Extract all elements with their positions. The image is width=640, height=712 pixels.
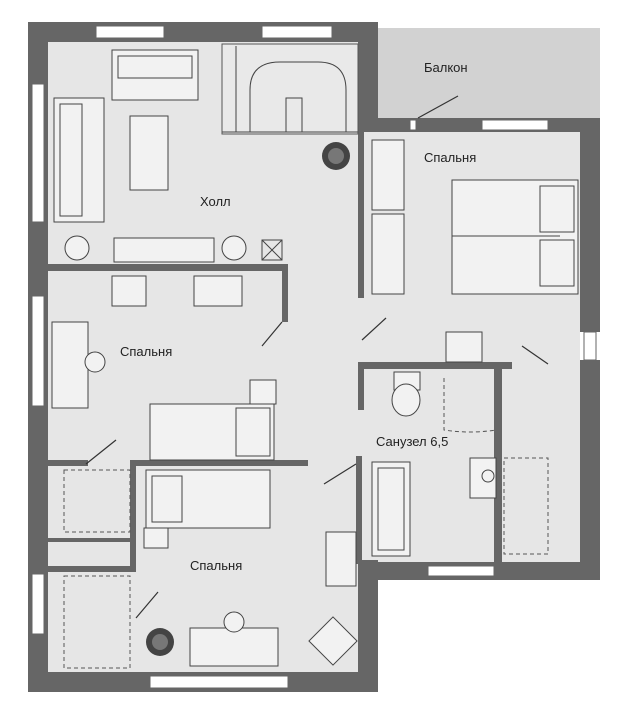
hall-furniture <box>53 43 359 263</box>
bedroom-top-right-furniture <box>371 139 579 363</box>
balcony-area <box>378 28 600 120</box>
label-hall: Холл <box>200 194 231 209</box>
bathroom-furniture <box>371 371 549 557</box>
room-labels: Балкон Спальня Холл Спальня Санузел 6,5 … <box>120 60 476 573</box>
label-bathroom: Санузел 6,5 <box>376 434 448 449</box>
plant-icon <box>146 628 174 656</box>
label-balcony: Балкон <box>424 60 468 75</box>
plant-icon <box>322 142 350 170</box>
bedroom-bottom-furniture <box>63 469 358 669</box>
doors <box>85 95 549 619</box>
windows <box>31 25 597 689</box>
label-bedroom-bottom: Спальня <box>190 558 242 573</box>
label-bedroom-top-right: Спальня <box>424 150 476 165</box>
label-bedroom-left: Спальня <box>120 344 172 359</box>
bedroom-left-furniture <box>51 275 277 461</box>
